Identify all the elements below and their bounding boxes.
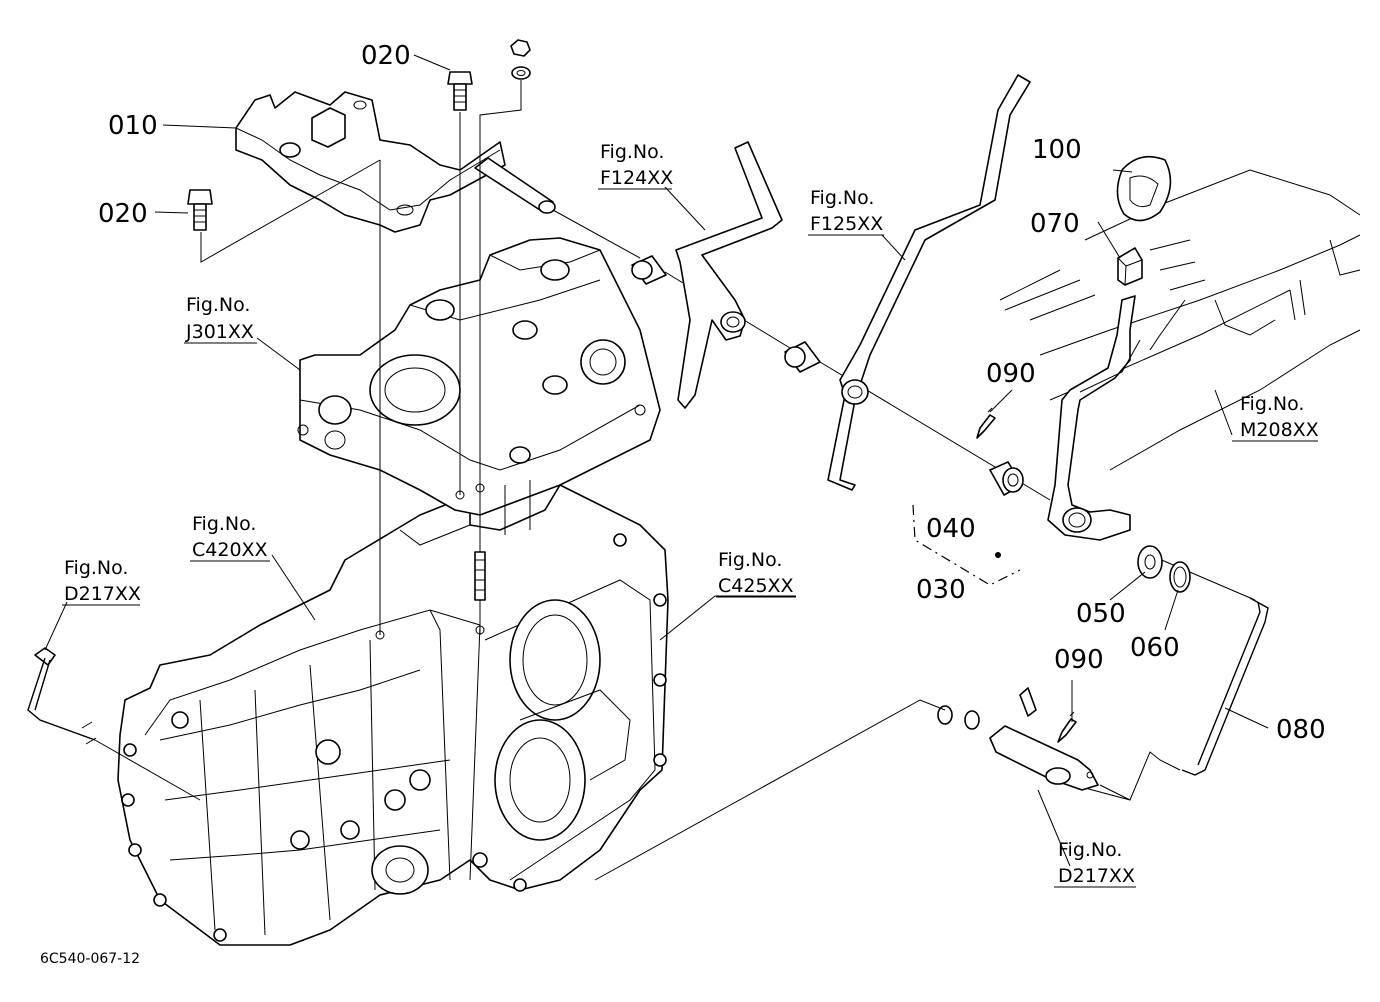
- cotter-pin-090-upper-illustration: [976, 407, 996, 439]
- fig-ref-c425: C425XX: [718, 575, 794, 597]
- fig-ref-d217-left: D217XX: [64, 583, 141, 605]
- fig-ref-c420: C420XX: [192, 539, 268, 561]
- figure-references: Fig.No. J301XX Fig.No. C420XX Fig.No. D2…: [62, 141, 1319, 888]
- fig-prefix-m208: Fig.No.: [1240, 393, 1304, 415]
- transmission-case-illustration: [117, 469, 669, 946]
- fig-prefix-d217-left: Fig.No.: [64, 557, 128, 579]
- assembly-guide-lines: [200, 80, 522, 640]
- bolt-020-upper-illustration: [447, 71, 473, 111]
- fig-ref-j301: J301XX: [185, 321, 254, 343]
- rod-080-illustration: [1084, 597, 1269, 801]
- fig-ref-f124: F124XX: [600, 167, 673, 189]
- collar-upper-illustration: [631, 255, 667, 285]
- snap-ring-060-illustration: [1169, 561, 1191, 593]
- part-label-070: 070: [1030, 209, 1080, 239]
- insert-070-illustration: [1117, 247, 1143, 286]
- shaft-d217-left-illustration: [27, 647, 201, 801]
- leader-lines: [44, 54, 1269, 867]
- part-label-060: 060: [1130, 633, 1180, 663]
- drawing-code: 6C540-067-12: [40, 951, 140, 967]
- fig-prefix-f124: Fig.No.: [600, 141, 664, 163]
- fig-prefix-d217-right: Fig.No.: [1058, 839, 1122, 861]
- bolt-020-left-illustration: [187, 189, 213, 231]
- knob-100-illustration: [1116, 155, 1172, 222]
- cotter-pin-090-lower-illustration: [1057, 711, 1077, 743]
- fig-ref-f125: F125XX: [810, 213, 883, 235]
- bushing-040-illustration: [989, 461, 1024, 496]
- part-label-100: 100: [1032, 135, 1082, 165]
- lever-f125-illustration: [827, 74, 1031, 491]
- fig-ref-m208: M208XX: [1240, 419, 1319, 441]
- part-label-020-top: 020: [361, 41, 411, 71]
- part-number-labels: 010 020 020 100 070 090 040 030 050 060 …: [98, 41, 1326, 745]
- lever-f124-illustration: [675, 141, 783, 409]
- nut-washer-illustration: [510, 39, 531, 80]
- fig-ref-d217-right: D217XX: [1058, 865, 1135, 887]
- shaft-d217-right-illustration: [594, 687, 1131, 881]
- part-label-080: 080: [1276, 715, 1326, 745]
- fig-prefix-f125: Fig.No.: [810, 187, 874, 209]
- part-label-020-left: 020: [98, 199, 148, 229]
- bracket-010-illustration: [235, 91, 556, 233]
- part-label-090-lower: 090: [1054, 645, 1104, 675]
- hydraulic-cover-illustration: [297, 237, 661, 540]
- fig-prefix-j301: Fig.No.: [186, 294, 250, 316]
- shift-lever-030-illustration: [1047, 295, 1141, 541]
- part-label-090-upper: 090: [986, 359, 1036, 389]
- fig-prefix-c420: Fig.No.: [192, 513, 256, 535]
- part-label-050: 050: [1076, 599, 1126, 629]
- part-label-010: 010: [108, 111, 158, 141]
- fig-prefix-c425: Fig.No.: [718, 549, 782, 571]
- washer-050-illustration: [1137, 545, 1163, 579]
- part-label-040: 040: [926, 514, 976, 544]
- collar-middle-illustration: [784, 341, 821, 373]
- part-label-030: 030: [916, 575, 966, 605]
